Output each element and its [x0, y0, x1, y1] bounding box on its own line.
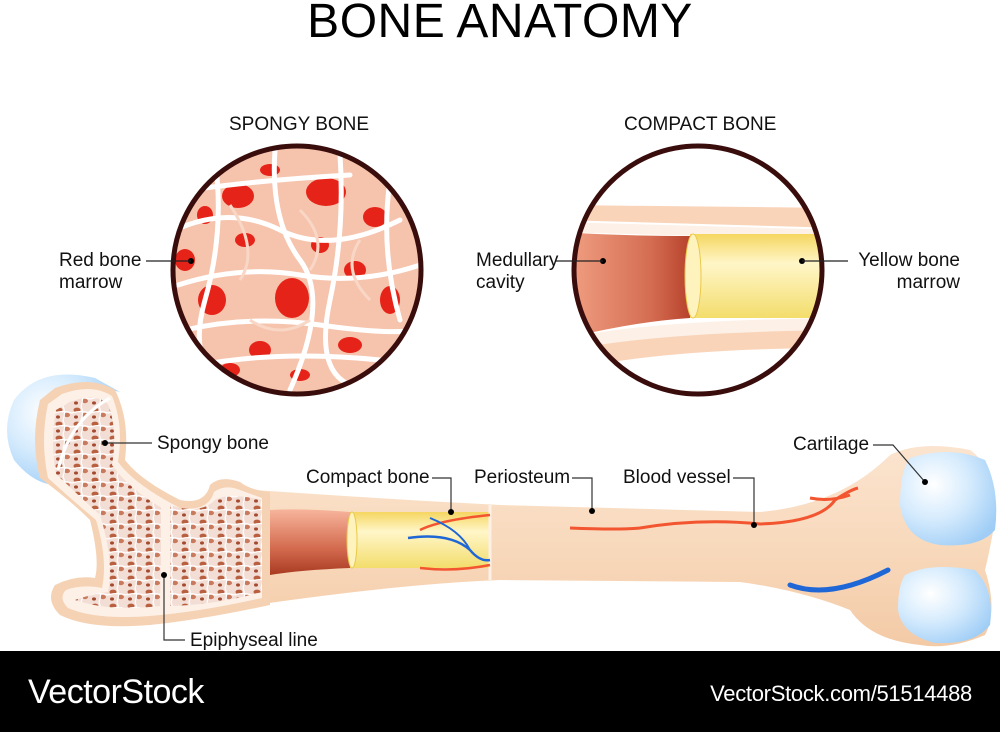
leader-lines [105, 442, 926, 641]
medullary-cavity-label: Medullary cavity [476, 250, 558, 294]
periosteum-label: Periosteum [474, 467, 571, 488]
compact-bone-label: Compact bone [306, 467, 430, 488]
compact-bone-inset [556, 143, 848, 397]
compact-bone-heading: COMPACT BONE [624, 114, 777, 135]
label-line: marrow [59, 272, 123, 293]
long-bone [7, 374, 997, 647]
cartilage-label: Cartilage [793, 434, 870, 455]
watermark-footer: VectorStock VectorStock.com/51514488 [0, 651, 1000, 732]
label-line: marrow [896, 272, 960, 293]
blood-vessel-label: Blood vessel [623, 467, 731, 488]
yellow-bone-marrow-label: Yellow bone marrow [855, 250, 960, 294]
label-line: Medullary [476, 250, 559, 271]
epiphyseal-line-label: Epiphyseal line [190, 630, 318, 651]
spongy-bone-label: Spongy bone [157, 433, 269, 454]
spongy-bone-inset [146, 143, 424, 397]
label-line: cavity [476, 272, 525, 293]
diagram-title: BONE ANATOMY [307, 0, 693, 48]
label-line: Red bone [59, 250, 142, 271]
red-bone-marrow-label: Red bone marrow [59, 250, 141, 294]
image-reference: VectorStock.com/51514488 [710, 681, 972, 706]
spongy-bone-heading: SPONGY BONE [229, 114, 370, 135]
brand-logo: VectorStock [28, 673, 204, 711]
label-line: Yellow bone [858, 250, 960, 271]
